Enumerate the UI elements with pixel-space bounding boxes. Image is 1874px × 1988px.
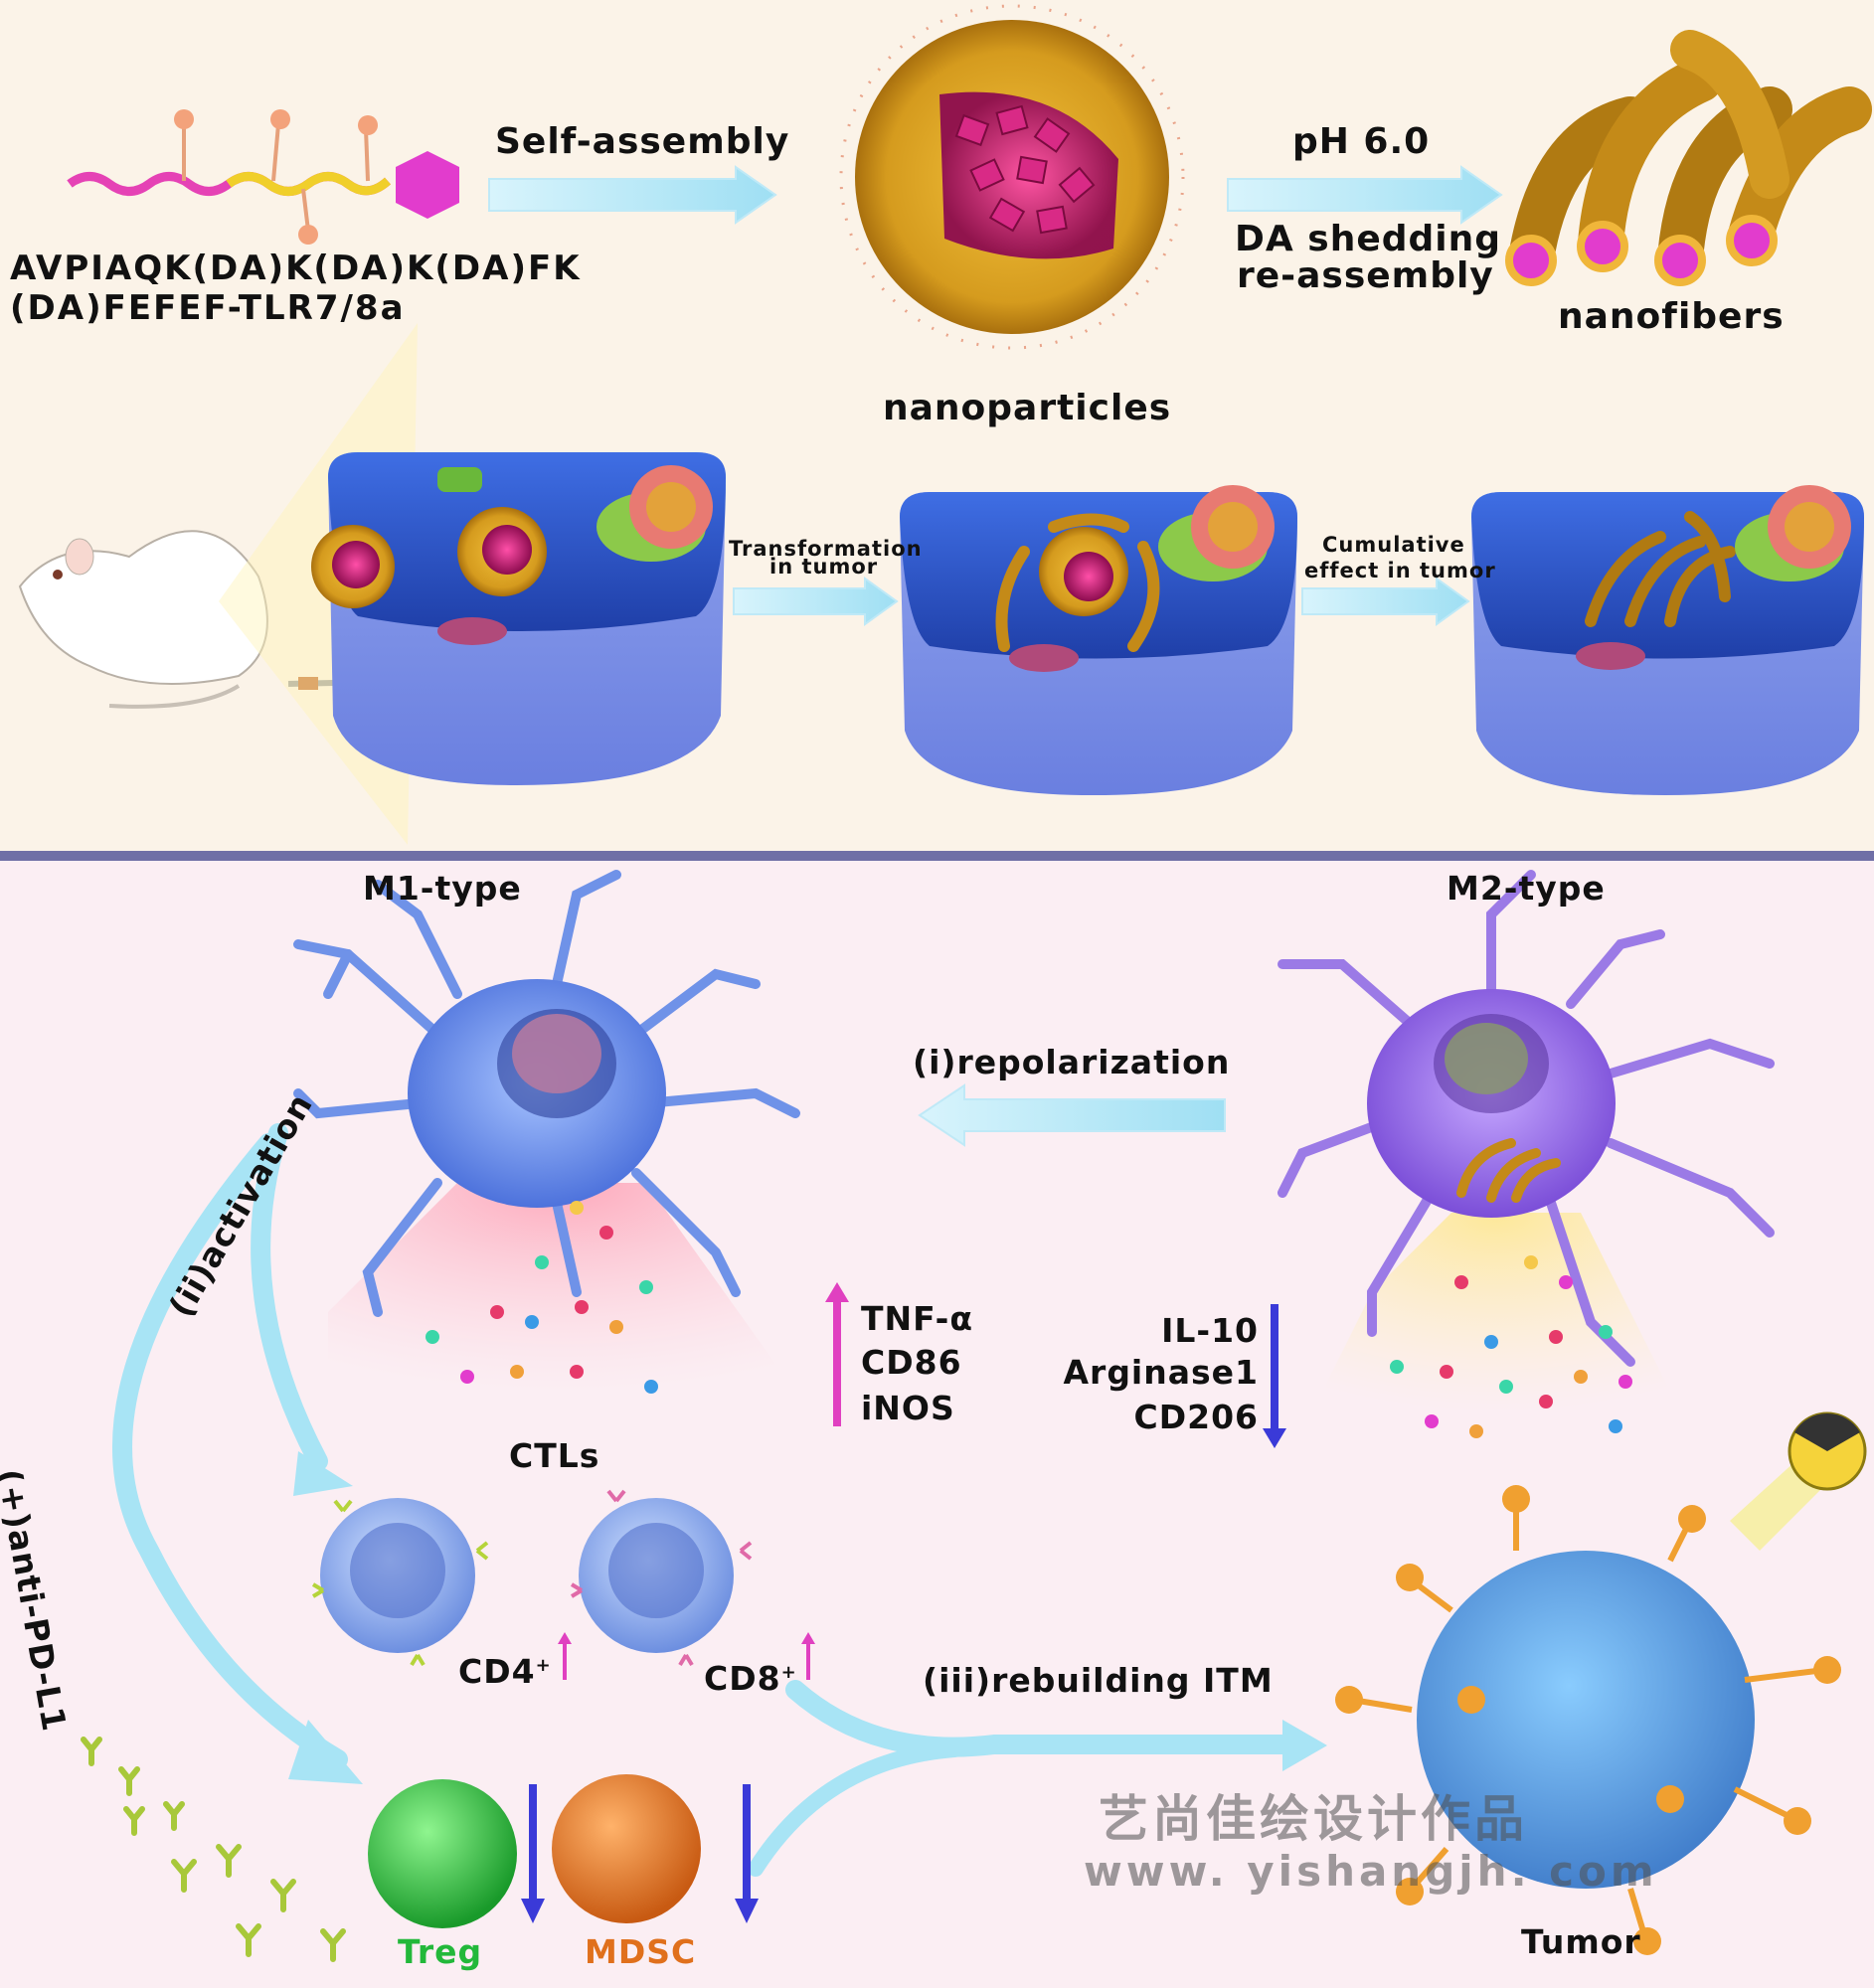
mdsc-down-arrow-icon: [735, 1784, 759, 1923]
da-shedding-label: DA shedding: [1235, 219, 1502, 259]
ctls-label: CTLs: [509, 1436, 600, 1475]
treg-label: Treg: [398, 1932, 483, 1971]
cytokine-dots: [426, 1201, 1632, 1438]
repolarization-arrow: [918, 1083, 1226, 1147]
peptide-molecule-icon: [67, 109, 459, 245]
tumor-cell-stage-2: [900, 485, 1297, 795]
transformation-label-line1: Transformation: [729, 537, 923, 561]
peptide-line-1: AVPIAQK(DA)K(DA)K(DA)FK: [10, 248, 582, 288]
re-assembly-label: re-assembly: [1237, 255, 1494, 296]
up-marker-3: iNOS: [861, 1389, 955, 1427]
cd8-up-arrowhead: [801, 1632, 815, 1644]
rebuilding-arrow: [785, 1680, 1292, 1757]
self-assembly-arrow: [488, 165, 777, 225]
activation-arrow: [251, 1123, 328, 1471]
m1-type-label: M1-type: [363, 869, 522, 908]
peptide-sequence: AVPIAQK(DA)K(DA)K(DA)FK (DA)FEFEF-TLR7/8…: [10, 248, 582, 328]
mdsc-label: MDSC: [585, 1932, 697, 1971]
down-marker-1: IL-10: [1161, 1311, 1259, 1350]
repolarization-label: (i)repolarization: [913, 1043, 1231, 1081]
peptide-line-2: (DA)FEFEF-TLR7/8a: [10, 288, 406, 329]
tumor-cell-stage-3: [1471, 485, 1864, 795]
m2-type-label: M2-type: [1447, 869, 1606, 908]
rebuilding-label: (iii)rebuilding ITM: [923, 1661, 1274, 1700]
up-marker-1: TNF-α: [861, 1299, 974, 1338]
activation-arrowhead: [293, 1451, 353, 1496]
ph-label: pH 6.0: [1292, 121, 1431, 162]
treg-cell-icon: [368, 1779, 517, 1928]
nanofibers-icon: [1505, 30, 1872, 286]
cumulative-label-line1: Cumulative: [1322, 533, 1465, 557]
self-assembly-label: Self-assembly: [495, 121, 790, 162]
m2-macrophage-icon: [1278, 870, 1775, 1411]
cd4-text: CD4: [458, 1652, 536, 1691]
nanoparticles-label: nanoparticles: [883, 388, 1172, 428]
cd4-label: CD4+: [458, 1653, 552, 1691]
treg-down-arrow-icon: [521, 1784, 545, 1923]
anti-pdl1-arrow: [112, 1133, 348, 1769]
tumor-cell-stage-1: [311, 452, 726, 785]
cd8-t-cell-icon: [570, 1489, 753, 1667]
down-arrow-icon: [1263, 1304, 1286, 1448]
cd4-up-arrowhead: [558, 1632, 572, 1644]
tumor-label: Tumor: [1521, 1922, 1641, 1961]
mouse-icon: [18, 530, 379, 709]
up-marker-2: CD86: [861, 1343, 962, 1382]
nanofibers-label: nanofibers: [1558, 296, 1785, 337]
cd4-t-cell-icon: [311, 1498, 489, 1667]
cd4-up-arrow-icon: [563, 1640, 567, 1680]
cd8-label: CD8+: [704, 1660, 797, 1698]
mdsc-arrow: [748, 1741, 962, 1877]
down-marker-2: Arginase1: [1063, 1353, 1259, 1392]
watermark-line2: www. yishangjh. com: [1084, 1847, 1658, 1896]
cd8-plus: +: [780, 1662, 797, 1683]
nanoparticle-icon: [839, 4, 1185, 350]
cd4-plus: +: [535, 1655, 552, 1676]
antibody-icons: [81, 1737, 346, 1962]
ph-shift-arrow: [1227, 165, 1503, 225]
cumulative-arrow: [1301, 577, 1470, 626]
cd8-text: CD8: [704, 1659, 781, 1698]
down-marker-3: CD206: [1133, 1398, 1259, 1436]
panel-divider: [0, 851, 1874, 861]
up-arrow-icon: [825, 1282, 849, 1426]
tumor-icon: [1335, 1411, 1867, 1955]
mdsc-cell-icon: [552, 1774, 701, 1923]
cd8-up-arrow-icon: [806, 1640, 810, 1680]
m1-macrophage-icon: [293, 870, 800, 1392]
rebuilding-arrowhead: [1282, 1720, 1327, 1771]
cumulative-label-line2: effect in tumor: [1304, 559, 1496, 582]
transformation-label-line2: in tumor: [769, 555, 879, 579]
watermark-line1: 艺尚佳绘设计作品: [1099, 1790, 1528, 1848]
anti-pdl1-arrowhead: [288, 1720, 363, 1784]
transformation-arrow: [733, 577, 899, 626]
